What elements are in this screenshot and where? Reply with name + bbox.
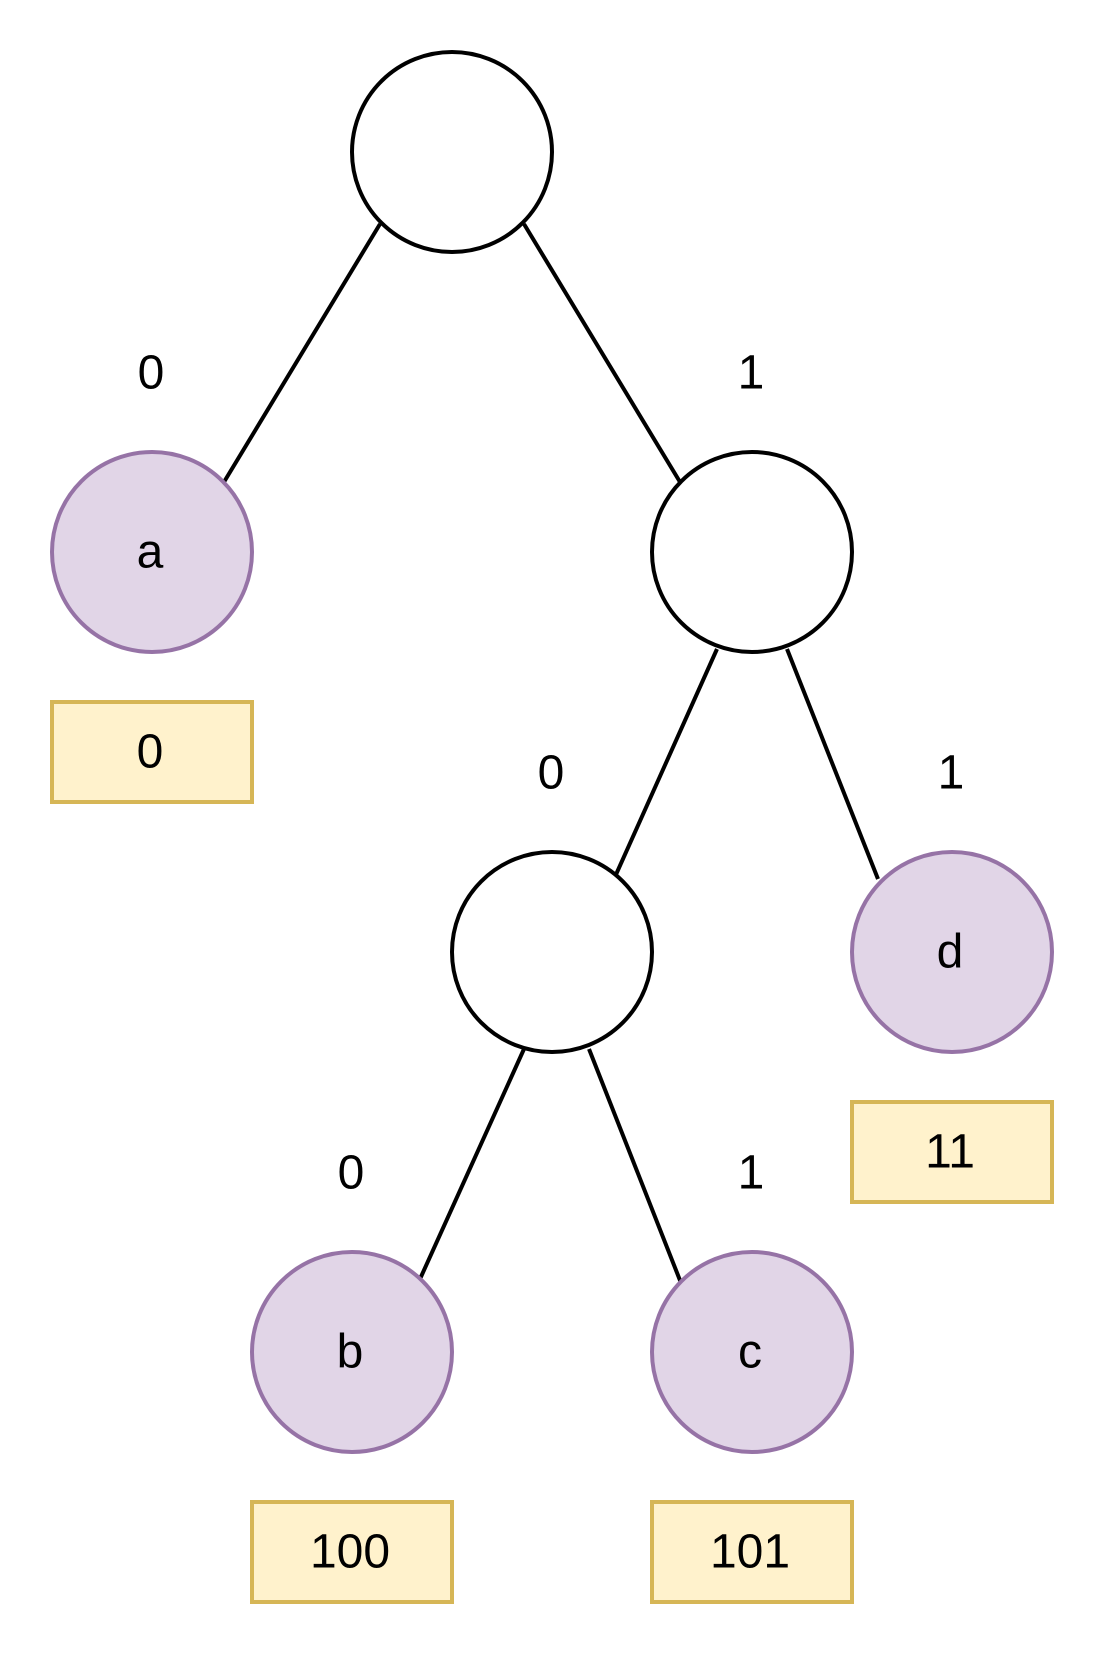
edge-root-a bbox=[222, 222, 382, 484]
code-box-c bbox=[650, 1500, 854, 1604]
leaf-label-a: a bbox=[137, 526, 164, 579]
code-label-a: 0 bbox=[137, 726, 164, 779]
leaf-node-a bbox=[50, 450, 254, 654]
leaf-label-c: c bbox=[738, 1326, 762, 1379]
leaf-node-b bbox=[250, 1250, 454, 1454]
code-box-a bbox=[50, 700, 254, 804]
edge-label-root-a: 0 bbox=[138, 347, 165, 400]
edge-label-n1-d: 1 bbox=[938, 747, 965, 800]
code-label-c: 101 bbox=[710, 1526, 790, 1579]
edge-n10-b bbox=[418, 1048, 526, 1280]
code-label-b: 100 bbox=[310, 1526, 390, 1579]
leaf-label-b: b bbox=[337, 1326, 364, 1379]
leaf-label-d: d bbox=[937, 926, 964, 979]
leaf-node-d bbox=[850, 850, 1054, 1054]
edge-labels: 0 1 0 1 0 1 bbox=[138, 347, 965, 1200]
edge-label-root-n1: 1 bbox=[738, 347, 765, 400]
edge-n10-c bbox=[587, 1048, 685, 1289]
edge-n1-n10 bbox=[612, 648, 719, 880]
code-box-b bbox=[250, 1500, 454, 1604]
internal-node-10 bbox=[450, 850, 654, 1054]
code-boxes: 0 11 100 101 bbox=[50, 700, 1054, 1604]
edges bbox=[222, 222, 880, 1289]
leaf-node-c bbox=[650, 1250, 854, 1454]
edge-label-n1-n10: 0 bbox=[538, 747, 565, 800]
code-box-d bbox=[850, 1100, 1054, 1204]
edge-root-n1 bbox=[522, 222, 682, 484]
edge-label-n10-b: 0 bbox=[338, 1147, 365, 1200]
nodes: a d b c bbox=[50, 50, 1054, 1454]
internal-node-1 bbox=[650, 450, 854, 654]
edge-label-n10-c: 1 bbox=[738, 1147, 765, 1200]
code-label-d: 11 bbox=[925, 1126, 975, 1179]
edge-n1-d bbox=[785, 648, 880, 880]
root-node bbox=[350, 50, 554, 254]
